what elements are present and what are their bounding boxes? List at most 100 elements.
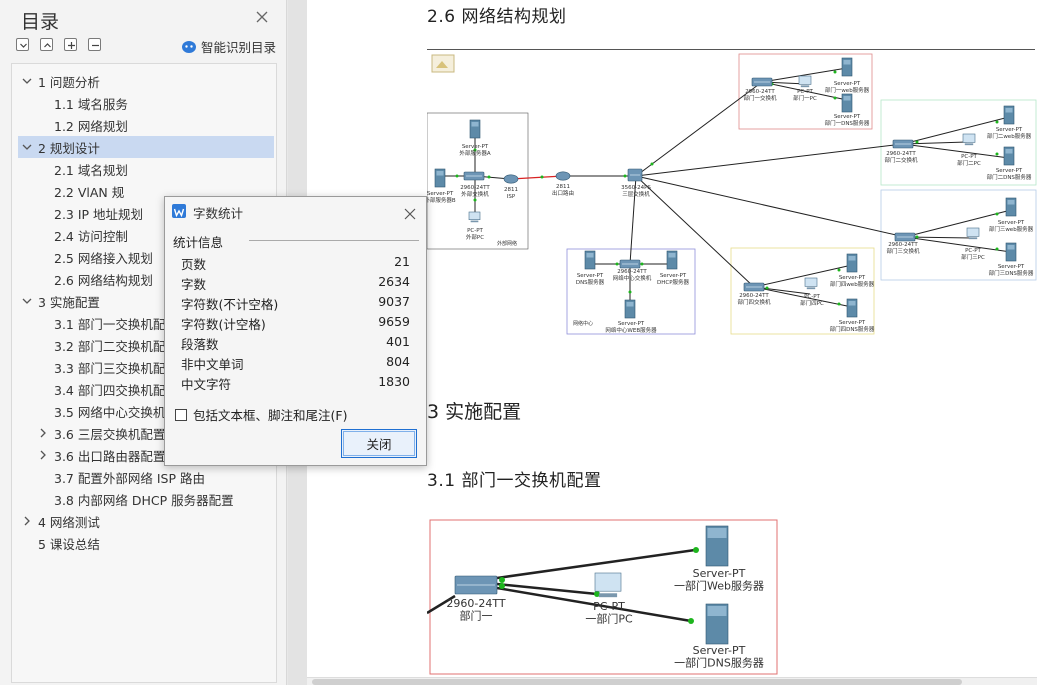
- chevron-down-icon[interactable]: [22, 296, 32, 306]
- server-bay-icon: [848, 256, 856, 261]
- chevron-right-icon[interactable]: [38, 450, 48, 460]
- device-label: Server-PT: [462, 144, 489, 150]
- close-icon[interactable]: [255, 9, 269, 23]
- toc-item[interactable]: 3.6 出口路由器配置: [12, 444, 268, 466]
- pc-base-icon: [800, 85, 810, 88]
- toc-item[interactable]: 2.6 网络结构规划: [12, 268, 268, 290]
- checkbox-box[interactable]: [175, 408, 187, 421]
- toc-item[interactable]: 2.3 IP 地址规划: [12, 202, 268, 224]
- toc-item[interactable]: 3 实施配置: [12, 290, 268, 312]
- chevron-down-icon[interactable]: [22, 142, 32, 152]
- device-label: Server-PT: [834, 114, 861, 120]
- stat-value: 1830: [378, 374, 410, 389]
- toc-toolbar: [16, 38, 101, 51]
- minus-icon[interactable]: [88, 38, 101, 51]
- device-label: 2960-24TT: [446, 597, 505, 610]
- dialog-close-icon[interactable]: [404, 205, 416, 220]
- expand-down-icon[interactable]: [16, 38, 29, 51]
- stat-value: 9659: [378, 314, 410, 329]
- close-button[interactable]: 关闭: [341, 429, 417, 458]
- link-line: [635, 175, 755, 288]
- heading-3-1: 3.1 部门一交换机配置: [427, 471, 602, 491]
- dept1-box: [738, 53, 873, 130]
- link-status-dot: [833, 96, 837, 100]
- router-icon: [555, 171, 571, 181]
- device-label: 出口路由: [552, 189, 574, 197]
- toc-item[interactable]: 3.2 部门二交换机配置: [12, 334, 268, 356]
- include-textbox-checkbox[interactable]: 包括文本框、脚注和尾注(F): [175, 405, 347, 424]
- toc-item[interactable]: 2.4 访问控制: [12, 224, 268, 246]
- horizontal-scrollbar[interactable]: [307, 677, 1037, 685]
- toc-item[interactable]: 4 网络测试: [12, 510, 268, 532]
- ext-net-label: 外部网络: [497, 240, 517, 247]
- device-label: 部门二PC: [957, 159, 981, 167]
- smart-toc-button[interactable]: 智能识别目录: [181, 37, 276, 56]
- toc-item[interactable]: 3.3 部门三交换机配置: [12, 356, 268, 378]
- link-status-dot: [650, 162, 654, 166]
- heading-3: 3 实施配置: [427, 401, 522, 423]
- link-status-dot: [688, 618, 694, 624]
- chevron-right-icon[interactable]: [22, 516, 32, 526]
- device-label: 部门四web服务器: [830, 280, 875, 288]
- plus-icon[interactable]: [64, 38, 77, 51]
- device-label: Server-PT: [834, 81, 861, 87]
- toc-item[interactable]: 3.1 部门一交换机配置: [12, 312, 268, 334]
- toc-item-label: 2.3 IP 地址规划: [54, 206, 144, 222]
- device-label: 2960-24TT: [886, 151, 916, 157]
- device-label: DNS服务器: [576, 278, 605, 286]
- device-label: 一部门DNS服务器: [674, 656, 764, 670]
- device-label: Server-PT: [998, 220, 1025, 226]
- server-icon: [1005, 242, 1017, 262]
- stat-row: 非中文单词 804: [181, 354, 410, 373]
- server-icon: [841, 57, 853, 77]
- link-status-dot: [540, 175, 544, 179]
- server-icon: [841, 93, 853, 113]
- toc-item-label: 3.5 网络中心交换机配置: [54, 404, 191, 420]
- toc-item[interactable]: 2.5 网络接入规划: [12, 246, 268, 268]
- server-icon: [469, 119, 481, 139]
- collapse-up-icon[interactable]: [40, 38, 53, 51]
- server-bay-icon: [1007, 245, 1015, 250]
- toc-item[interactable]: 1 问题分析: [12, 70, 268, 92]
- link-status-dot: [693, 547, 699, 553]
- toc-item[interactable]: 3.4 部门四交换机配置: [12, 378, 268, 400]
- chevron-right-icon[interactable]: [38, 428, 48, 438]
- device-label: 2960-24TT: [460, 185, 490, 191]
- device-label: 外部服务器B: [427, 196, 456, 204]
- toc-item[interactable]: 1.2 网络规划: [12, 114, 268, 136]
- link-line: [496, 582, 598, 596]
- stat-row: 字符数(不计空格)9037: [181, 294, 410, 313]
- scrollbar-thumb[interactable]: [312, 679, 962, 685]
- toc-item[interactable]: 3.5 网络中心交换机配置: [12, 400, 268, 422]
- toc-item-label: 3 实施配置: [38, 294, 100, 310]
- link-line: [496, 548, 696, 580]
- dept1-pc-icon: [594, 572, 622, 592]
- toc-item[interactable]: 2.1 域名规划: [12, 158, 268, 180]
- stats-section-label: 统计信息: [173, 235, 224, 250]
- link-line: [904, 236, 1012, 253]
- toc-item[interactable]: 2 规划设计: [18, 136, 274, 158]
- toc-item[interactable]: 3.8 内部网络 DHCP 服务器配置: [12, 488, 268, 510]
- toc-item[interactable]: 3.6 三层交换机配置: [12, 422, 268, 444]
- toc-item[interactable]: 3.7 配置外部网络 ISP 路由: [12, 466, 268, 488]
- server-icon: [624, 299, 636, 319]
- toc-item-label: 1 问题分析: [38, 74, 100, 90]
- stat-label: 非中文单词: [181, 357, 244, 372]
- link-status-dot: [837, 302, 841, 306]
- stat-value: 2634: [378, 274, 410, 289]
- toc-item[interactable]: 1.1 域名服务: [12, 92, 268, 114]
- stat-value: 804: [386, 354, 410, 369]
- chevron-down-icon[interactable]: [22, 76, 32, 86]
- device-label: 部门四PC: [800, 299, 824, 307]
- link-line: [761, 67, 848, 83]
- link-line: [753, 264, 853, 288]
- device-label: 部门三DNS服务器: [989, 269, 1034, 277]
- device-label: 部门二web服务器: [987, 132, 1032, 140]
- device-label: 部门一: [460, 609, 493, 623]
- toc-item[interactable]: 2.2 VlAN 规: [12, 180, 268, 202]
- toc-item[interactable]: 5 课设总结: [12, 532, 268, 554]
- dialog-title: 字数统计: [193, 206, 244, 221]
- link-status-dot: [837, 268, 841, 272]
- device-label: 网络中心交换机: [613, 274, 652, 282]
